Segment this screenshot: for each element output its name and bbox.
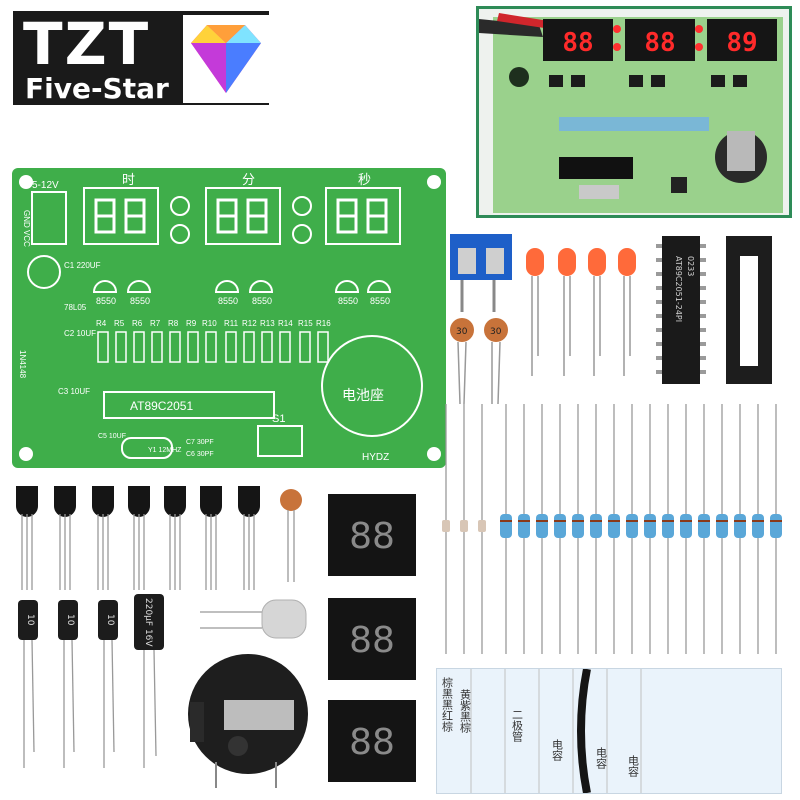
resistor-labels: R4 R5 R6 R7 R8 R9 R10 R11 R12 R13 R14 R1… [96,319,331,328]
resistors-and-diodes [436,404,800,664]
label-seconds: 秒 [358,173,371,188]
c7-label: C7 30PF [186,439,214,446]
inset-display-1: 88 [543,19,613,61]
svg-text:R13: R13 [260,319,275,328]
logo-subtitle: Five-Star [25,72,169,105]
electrolytic-capacitors: 10 10 10 220µF 16V [12,592,172,772]
screw-terminal [448,232,518,314]
svg-text:R6: R6 [132,319,143,328]
battery-label: 电池座 [342,388,384,404]
q4-label: 8550 [252,296,272,306]
c2-label: C2 10UF [64,329,96,338]
ceramic-capacitors: 30 30 [446,316,516,406]
svg-text:R8: R8 [168,319,179,328]
svg-text:R11: R11 [224,319,239,328]
cap-big-label: 220µF 16V [143,598,153,647]
chip-code: 0233 [686,256,695,276]
ceramic-capacitor-small [276,486,306,586]
brand-logo: TZT Five-Star [10,8,272,108]
mcu-label: AT89C2051 [130,399,193,413]
label-hours: 时 [122,173,135,188]
component-tape-strip: 棕黑黑红棕 黄紫黑棕 二极管 电容 电容 电容 [436,668,782,794]
gem-icon [183,15,269,103]
q6-label: 8550 [370,296,390,306]
label-power: 5-12V [32,180,59,191]
cap-small-label-2: 10 [65,614,75,626]
ceramic-cap-label-1: 30 [456,327,468,337]
svg-text:R10: R10 [202,319,217,328]
inset-digits-1: 88 [562,28,593,58]
chip-label: AT89C2051-24PI [674,256,683,322]
tape-label-5: 电容 [595,747,608,770]
tape-label-4: 电容 [551,739,564,762]
c1-label: C1 220UF [64,261,101,270]
diode-label: 1N4148 [18,350,27,379]
svg-text:R16: R16 [316,319,331,328]
inset-digits-2: 88 [644,28,675,58]
regulator-label: 78L05 [64,303,87,312]
crystal-oscillator [200,596,312,642]
cap-small-label-1: 10 [25,614,35,626]
svg-text:R7: R7 [150,319,161,328]
svg-text:R14: R14 [278,319,293,328]
display-digits-3: 88 [349,722,395,763]
q3-label: 8550 [218,296,238,306]
crystal-label: Y1 12MHZ [148,447,182,454]
label-gnd: GND [22,210,31,228]
q5-label: 8550 [338,296,358,306]
seven-seg-display-2: 88 [328,598,416,680]
mcu-chip: AT89C2051-24PI 0233 [656,236,706,386]
assembled-board-photo: 88 88 89 [476,6,792,218]
hydz-mark: HYDZ [362,452,389,463]
svg-text:R4: R4 [96,319,107,328]
switch-label: S1 [272,413,285,425]
c3-label: C3 10UF [58,387,90,396]
inset-display-3: 89 [707,19,777,61]
seven-seg-display-3: 88 [328,700,416,782]
tape-label-2: 黄紫黑棕 [459,688,472,734]
logo-brand-text: TZT [23,10,151,78]
ceramic-cap-label-2: 30 [490,327,502,337]
tape-label-6: 电容 [627,755,640,778]
label-minutes: 分 [242,173,255,188]
display-digits-2: 88 [349,620,395,661]
tape-label-3: 二极管 [511,709,524,743]
tape-label-1: 棕黑黑红棕 [441,676,454,733]
c5-label: C5 10UF [98,433,126,440]
transistors [12,486,278,596]
ic-socket [722,236,776,386]
svg-text:R15: R15 [298,319,313,328]
pcb-board: 时 分 秒 5-12V GND VCC [10,164,450,472]
q1-label: 8550 [96,296,116,306]
cap-small-label-3: 10 [105,614,115,626]
svg-text:R5: R5 [114,319,125,328]
label-vcc: VCC [22,230,31,247]
orange-leds [520,246,650,386]
inset-display-2: 88 [625,19,695,61]
q2-label: 8550 [130,296,150,306]
seven-seg-display-1: 88 [328,494,416,576]
c6-label: C6 30PF [186,451,214,458]
display-digits-1: 88 [349,516,395,557]
inset-digits-3: 89 [726,28,757,58]
svg-text:R9: R9 [186,319,197,328]
svg-text:R12: R12 [242,319,257,328]
battery-holder [176,650,316,790]
